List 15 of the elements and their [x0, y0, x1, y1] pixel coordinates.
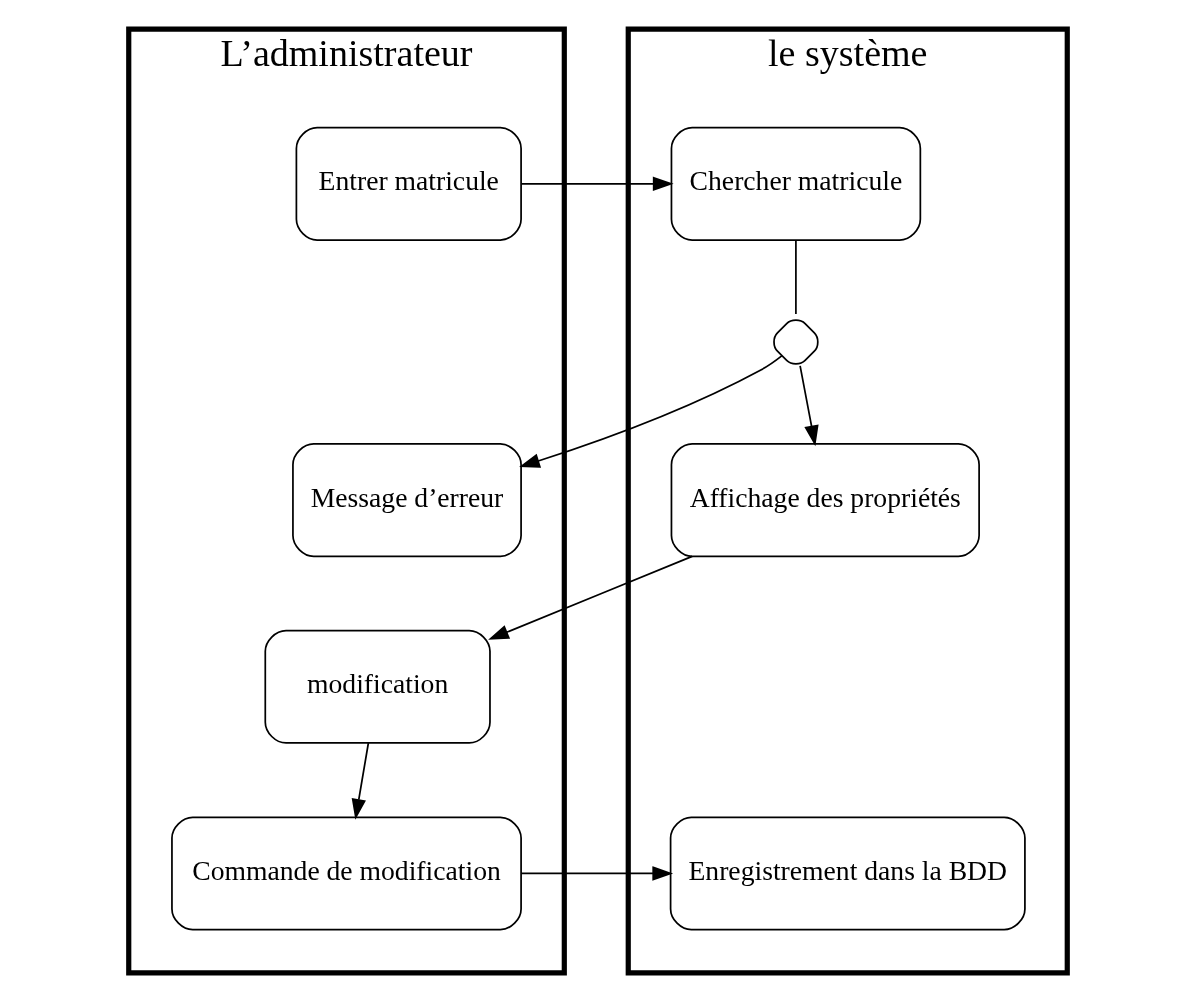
arrow — [519, 354, 783, 468]
arrow — [351, 742, 370, 820]
connector — [795, 239, 797, 315]
node-box: Enregistrement dans la BDD — [669, 816, 1026, 931]
arrow — [520, 176, 674, 192]
node-box: Message d’erreur — [292, 443, 522, 558]
node-box: Entrer matricule — [295, 126, 522, 241]
arrow — [488, 555, 694, 640]
arrow — [799, 365, 819, 447]
node-box: Commande de modification — [171, 816, 522, 931]
arrow — [520, 866, 674, 881]
node-box: Affichage des propriétés — [670, 443, 980, 558]
node-diamond — [773, 319, 819, 365]
node-box: modification — [264, 629, 491, 744]
node-box: Chercher matricule — [670, 126, 922, 241]
